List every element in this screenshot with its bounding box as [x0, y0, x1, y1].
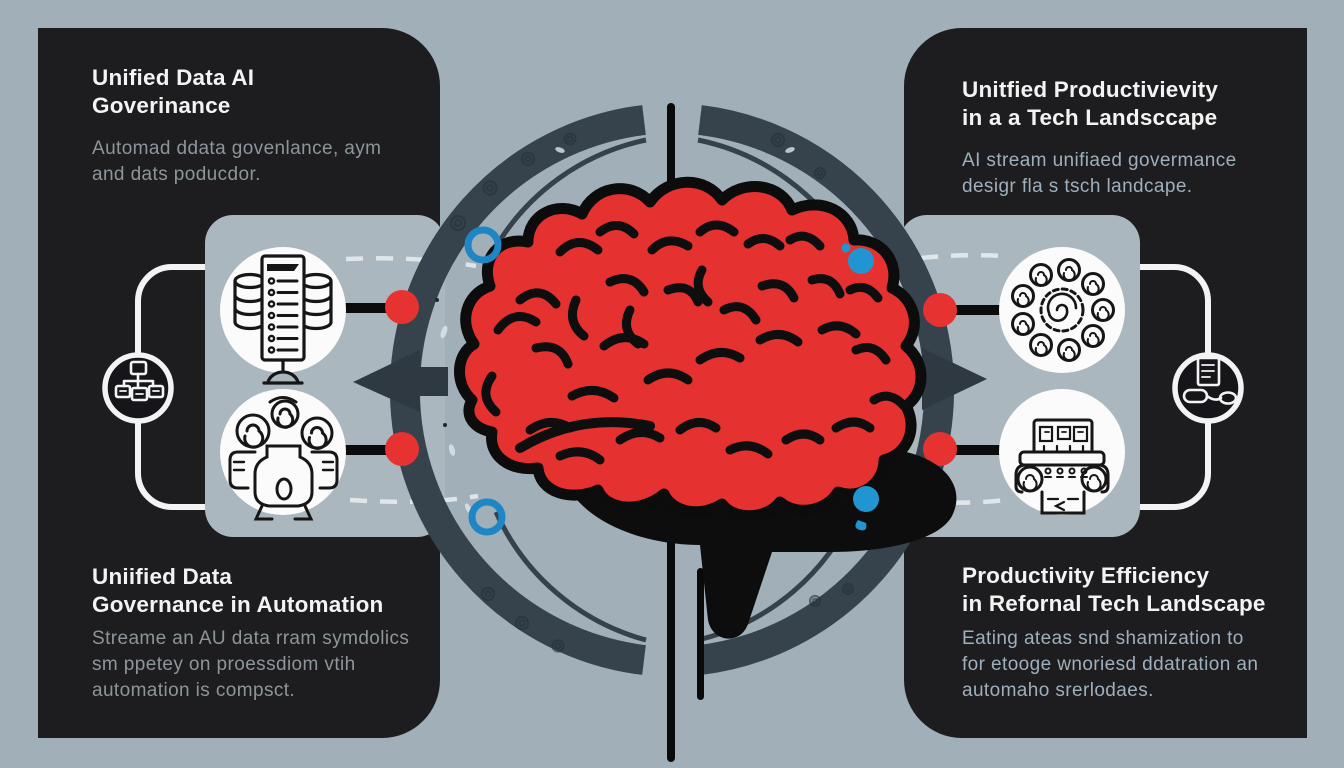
- arc-ring: [389, 105, 955, 675]
- arc-band-west: [389, 105, 646, 675]
- top-left-title-line1: Unified Data AI: [92, 65, 255, 90]
- blue-markers: [464, 226, 879, 536]
- bottom-left-title-line1: Uniified Data: [92, 564, 233, 589]
- bottom-right-title-line2: in Refornal Tech Landscape: [962, 591, 1266, 616]
- top-left-body: Automad ddata govenlance, aym and dats p…: [92, 138, 382, 185]
- bottom-right-title: Productivity Efficiency in Refornal Tech…: [962, 562, 1266, 618]
- top-right-title-line2: in a a Tech Landsccape: [962, 105, 1218, 130]
- blue-dot-ne: [848, 248, 874, 274]
- blue-dot-se: [853, 486, 879, 512]
- band-dots: [435, 298, 905, 452]
- bottom-left-title: Uniified Data Governance in Automation: [92, 563, 384, 619]
- thin-arcs: [491, 137, 859, 643]
- arrows: [353, 348, 987, 412]
- top-left-title: Unified Data AI Goverinance: [92, 64, 254, 120]
- bottom-right-body: Eating ateas snd shamization to for etoo…: [962, 628, 1259, 701]
- brain-icon: [454, 176, 927, 522]
- top-left-title-line2: Goverinance: [92, 93, 231, 118]
- bottom-right-title-line1: Productivity Efficiency: [962, 563, 1210, 588]
- bottom-left-body: Streame an AU data rram symdolics sm ppe…: [92, 628, 410, 701]
- brain-stem: [560, 435, 957, 639]
- blue-ring-sw: [468, 498, 506, 536]
- top-right-title-line1: Unitfied Productivievity: [962, 77, 1219, 102]
- band-doodles: [449, 132, 855, 653]
- top-right-body: AI stream unifiaed govermance desigr fla…: [962, 150, 1237, 197]
- center-dashed-line: [667, 103, 704, 762]
- band-speckles: [431, 147, 911, 513]
- top-right-title: Unitfied Productivievity in a a Tech Lan…: [962, 76, 1218, 132]
- bottom-left-title-line2: Governance in Automation: [92, 592, 384, 617]
- connector-red-dots: [385, 290, 957, 466]
- blue-ring-nw: [464, 226, 502, 264]
